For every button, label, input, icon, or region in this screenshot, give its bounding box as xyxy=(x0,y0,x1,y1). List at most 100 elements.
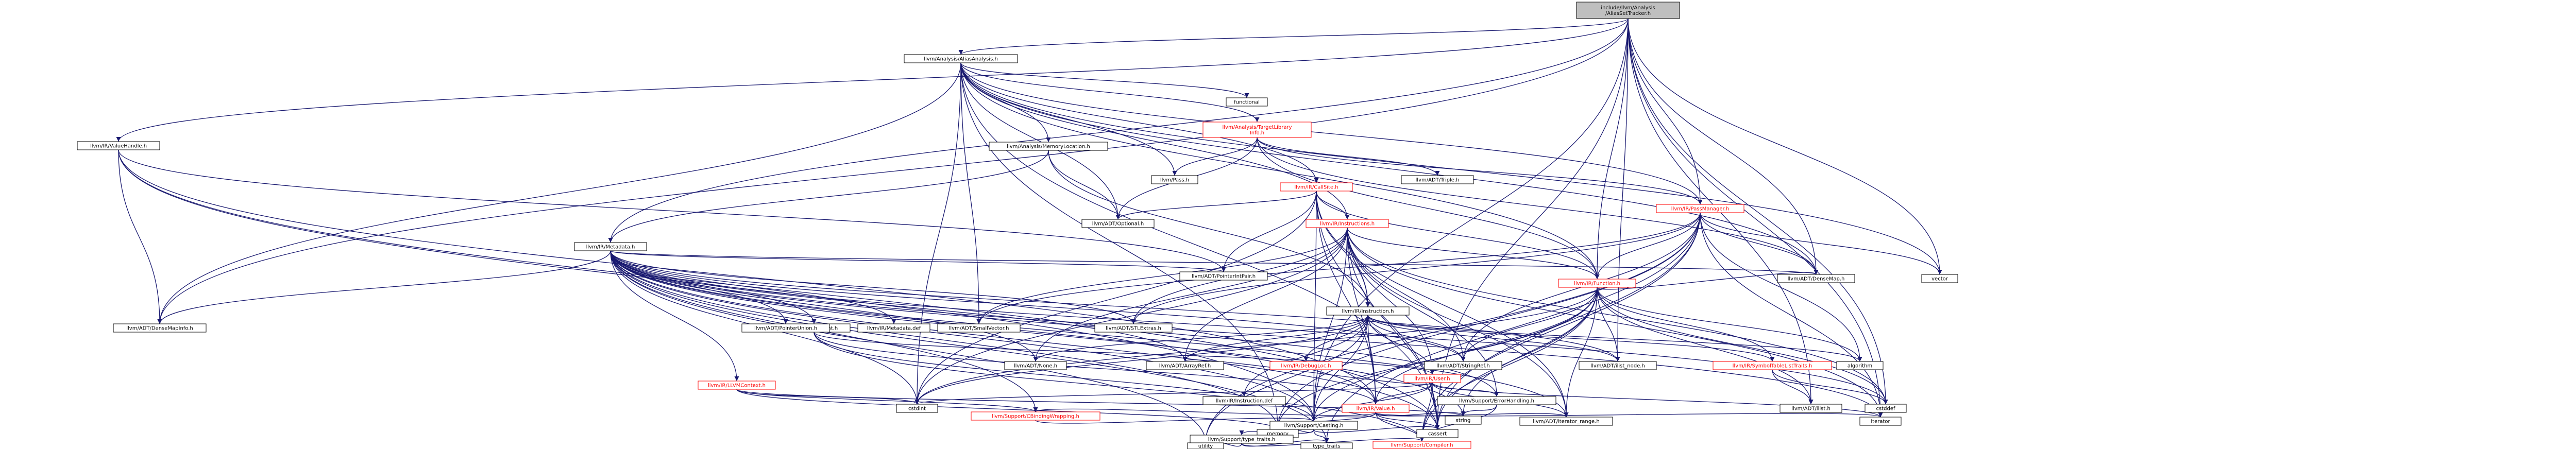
node-pass[interactable]: llvm/Pass.h xyxy=(1151,175,1198,184)
node-cbindwrap[interactable]: llvm/Support/CBindingWrapping.h xyxy=(971,411,1100,421)
node-label: llvm/Support/Compiler.h xyxy=(1391,443,1453,448)
dependency-edge xyxy=(1311,227,1348,422)
node-llvmcontext[interactable]: llvm/IR/LLVMContext.h xyxy=(698,381,776,390)
node-ilistnode[interactable]: llvm/ADT/ilist_node.h xyxy=(1579,361,1657,370)
dependency-edge xyxy=(610,250,1440,430)
node-box xyxy=(1576,2,1680,19)
node-vector[interactable]: vector xyxy=(1921,274,1958,283)
node-metadata[interactable]: llvm/IR/Metadata.h xyxy=(574,242,647,251)
node-functional[interactable]: functional xyxy=(1226,97,1268,107)
dependency-edge xyxy=(1311,18,1629,422)
node-box xyxy=(698,381,776,390)
node-valuehandle[interactable]: llvm/IR/ValueHandle.h xyxy=(77,141,160,150)
node-box xyxy=(1713,361,1832,370)
node-box xyxy=(1187,442,1224,449)
node-ptrunion[interactable]: llvm/ADT/PointerUnion.h xyxy=(741,323,830,333)
node-box xyxy=(1656,204,1744,213)
node-box xyxy=(1306,219,1389,228)
node-optional[interactable]: llvm/ADT/Optional.h xyxy=(1081,219,1155,228)
dependency-edge xyxy=(958,18,1629,55)
dependency-edge xyxy=(610,250,1883,418)
node-instructions[interactable]: llvm/IR/Instructions.h xyxy=(1306,219,1389,228)
node-ptrintpair[interactable]: llvm/ADT/PointerIntPair.h xyxy=(1179,271,1268,281)
node-callsite[interactable]: llvm/IR/CallSite.h xyxy=(1280,182,1353,192)
node-densemapinfo[interactable]: llvm/ADT/DenseMapInfo.h xyxy=(113,323,207,333)
dependency-edge xyxy=(1347,227,1440,430)
node-triple[interactable]: llvm/ADT/Triple.h xyxy=(1401,175,1474,184)
dependency-edge xyxy=(1241,436,1425,446)
node-algorithm[interactable]: algorithm xyxy=(1836,361,1884,370)
node-label: llvm/Support/type_traits.h xyxy=(1208,437,1275,443)
node-stringref[interactable]: llvm/ADT/StringRef.h xyxy=(1424,361,1502,370)
dependency-edge xyxy=(814,332,1425,442)
node-label: llvm/ADT/STLExtras.h xyxy=(1106,326,1161,332)
node-utility[interactable]: utility xyxy=(1187,442,1224,449)
node-densemap[interactable]: llvm/ADT/DenseMap.h xyxy=(1777,274,1855,283)
dependency-edge xyxy=(1597,287,1888,405)
dependency-edge xyxy=(1367,315,1378,405)
node-box xyxy=(1342,404,1410,413)
node-iterrange[interactable]: llvm/ADT/iterator_range.h xyxy=(1519,417,1613,426)
node-label: llvm/IR/Function.h xyxy=(1574,281,1620,287)
node-label: llvm/ADT/PointerIntPair.h xyxy=(1192,274,1256,280)
dependency-edge xyxy=(960,62,1319,183)
dependency-edge xyxy=(914,287,1598,405)
node-mdkinds[interactable]: llvm/IR/Metadata.def xyxy=(857,323,930,333)
node-cstddef[interactable]: cstddef xyxy=(1865,404,1907,413)
node-none[interactable]: llvm/ADT/None.h xyxy=(1004,361,1067,370)
dependency-edge xyxy=(1595,18,1629,280)
node-arrayref[interactable]: llvm/ADT/ArrayRef.h xyxy=(1146,361,1224,370)
node-memloc[interactable]: llvm/Analysis/MemoryLocation.h xyxy=(989,142,1108,151)
node-label: llvm/ADT/DenseMapInfo.h xyxy=(126,326,193,332)
node-instdef[interactable]: llvm/IR/Instruction.def xyxy=(1202,396,1286,405)
node-string[interactable]: string xyxy=(1445,416,1482,425)
node-compiler[interactable]: llvm/Support/Compiler.h xyxy=(1372,441,1471,449)
node-iterator[interactable]: iterator xyxy=(1859,417,1902,426)
dependency-edge xyxy=(736,389,1280,430)
node-label: llvm/Support/Casting.h xyxy=(1284,423,1344,429)
node-cassert[interactable]: cassert xyxy=(1416,429,1459,438)
node-label: llvm/IR/LLVMContext.h xyxy=(708,383,766,389)
node-label: llvm/ADT/SmallVector.h xyxy=(949,326,1009,332)
dependency-edge xyxy=(610,250,896,324)
dependency-edge xyxy=(914,382,1433,405)
node-instruction[interactable]: llvm/IR/Instruction.h xyxy=(1326,306,1410,316)
node-casting[interactable]: llvm/Support/Casting.h xyxy=(1269,421,1358,430)
dependency-edge xyxy=(1597,269,1819,290)
dependency-edge xyxy=(1432,382,1883,418)
dependency-edge xyxy=(1432,382,1440,430)
node-passmanager[interactable]: llvm/IR/PassManager.h xyxy=(1656,204,1744,213)
node-box xyxy=(1403,374,1461,383)
dependency-edge xyxy=(1172,137,1258,176)
node-cstdint[interactable]: cstdint xyxy=(896,404,938,413)
node-value[interactable]: llvm/IR/Value.h xyxy=(1342,404,1410,413)
node-typetraits_llvm[interactable]: llvm/Support/type_traits.h xyxy=(1190,435,1294,444)
dependency-edge xyxy=(1035,416,1316,424)
node-function[interactable]: llvm/IR/Function.h xyxy=(1558,279,1636,288)
node-smallvector[interactable]: llvm/ADT/SmallVector.h xyxy=(937,323,1021,333)
dependency-edge xyxy=(814,332,1316,422)
node-label: llvm/Pass.h xyxy=(1160,178,1189,183)
dependency-edge xyxy=(1772,369,1888,405)
node-typetraits[interactable]: type_traits xyxy=(1300,442,1353,449)
node-label: llvm/Support/CBindingWrapping.h xyxy=(992,414,1079,420)
dependency-edge xyxy=(1373,287,1598,405)
dependency-edge xyxy=(960,62,1121,220)
node-box xyxy=(989,142,1108,151)
dependency-edge xyxy=(1375,412,1569,418)
dependency-edge xyxy=(1311,287,1598,422)
node-root: include/llvm/Analysis/AliasSetTracker.h xyxy=(1576,2,1680,19)
node-errhandling[interactable]: llvm/Support/ErrorHandling.h xyxy=(1437,396,1556,405)
node-user[interactable]: llvm/IR/User.h xyxy=(1403,374,1461,383)
node-stlextras[interactable]: llvm/ADT/STLExtras.h xyxy=(1094,323,1173,333)
node-symtablelist[interactable]: llvm/IR/SymbolTableListTraits.h xyxy=(1713,361,1832,370)
node-debugloc[interactable]: llvm/IR/DebugLoc.h xyxy=(1269,361,1343,370)
node-label: llvm/IR/Metadata.h xyxy=(586,245,635,250)
dependency-edge xyxy=(1564,287,1598,418)
dependency-edge xyxy=(1311,382,1433,422)
dependency-edge xyxy=(1347,227,1466,362)
dependency-edge xyxy=(1313,424,1440,433)
node-aliasanalysis[interactable]: llvm/Analysis/AliasAnalysis.h xyxy=(904,54,1018,63)
node-ilist[interactable]: llvm/ADT/ilist.h xyxy=(1780,404,1842,413)
